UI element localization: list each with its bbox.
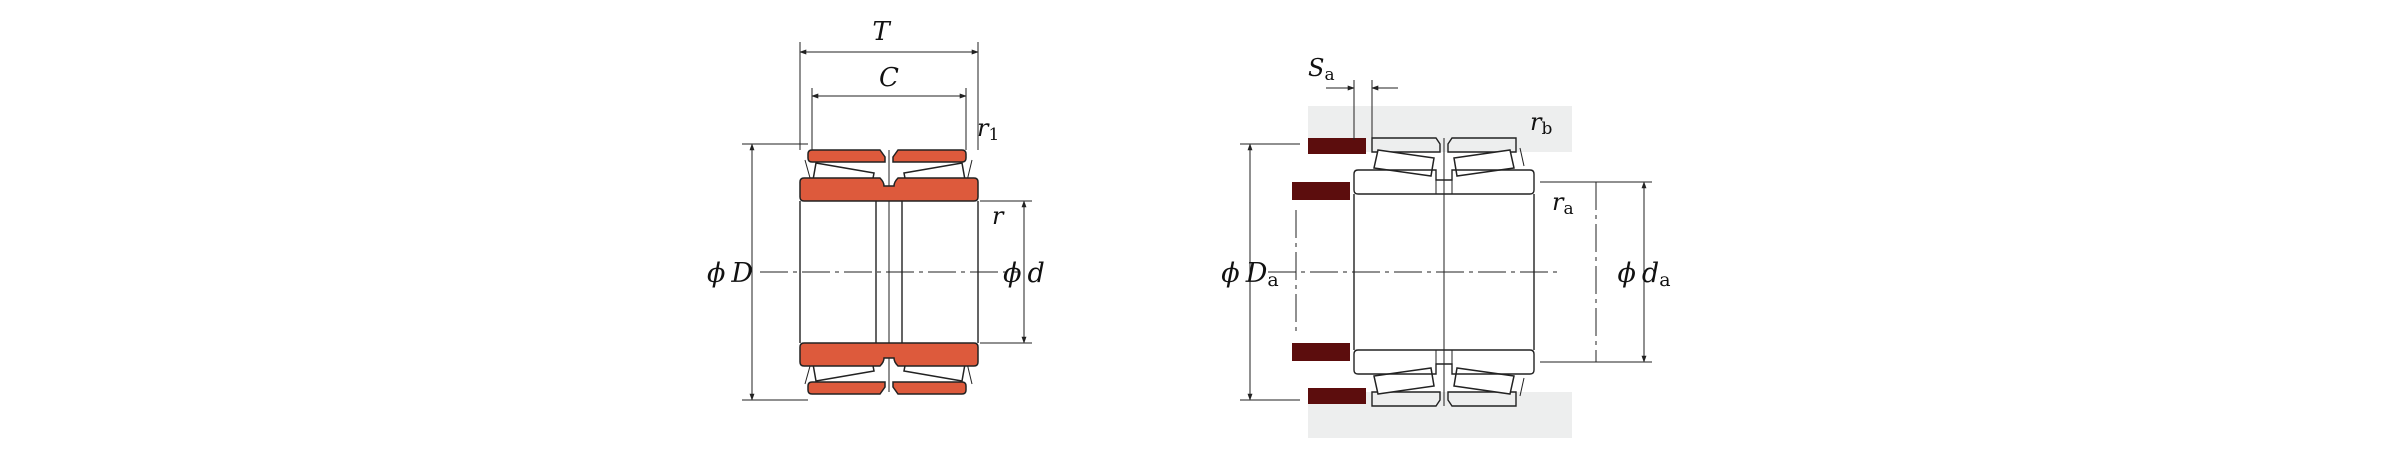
bearing-top-half	[799, 149, 979, 202]
housing-shoulder-bottom	[1308, 388, 1366, 404]
housing-shoulder-top	[1308, 138, 1366, 154]
label-ra: ra	[1552, 188, 1574, 219]
outer-ring-bottom-left	[807, 381, 886, 395]
outer-ring-top-right	[892, 149, 967, 163]
label-T: T	[872, 17, 891, 47]
inner-ring-top	[799, 177, 979, 202]
left-dimension-lines	[742, 42, 1032, 401]
inner-ring-bottom	[799, 342, 979, 367]
label-r: r	[992, 202, 1005, 230]
shaft-shoulder-top	[1292, 182, 1350, 200]
label-C: C	[879, 63, 899, 93]
bearing-cross-section	[760, 149, 1020, 395]
label-rb: rb	[1530, 108, 1552, 139]
outer-ring-bottom-right	[892, 381, 967, 395]
mounting-diagram	[1268, 106, 1597, 438]
mount-bearing-top	[1353, 137, 1535, 195]
label-Sa: Sa	[1308, 54, 1335, 85]
shaft-shoulder-bottom	[1292, 343, 1350, 361]
label-r1: r1	[977, 114, 999, 145]
outer-ring-top-left	[807, 149, 886, 163]
bearing-bottom-half	[799, 342, 979, 395]
mount-bearing-bottom	[1353, 349, 1535, 407]
right-dimension-lines	[1240, 80, 1652, 401]
